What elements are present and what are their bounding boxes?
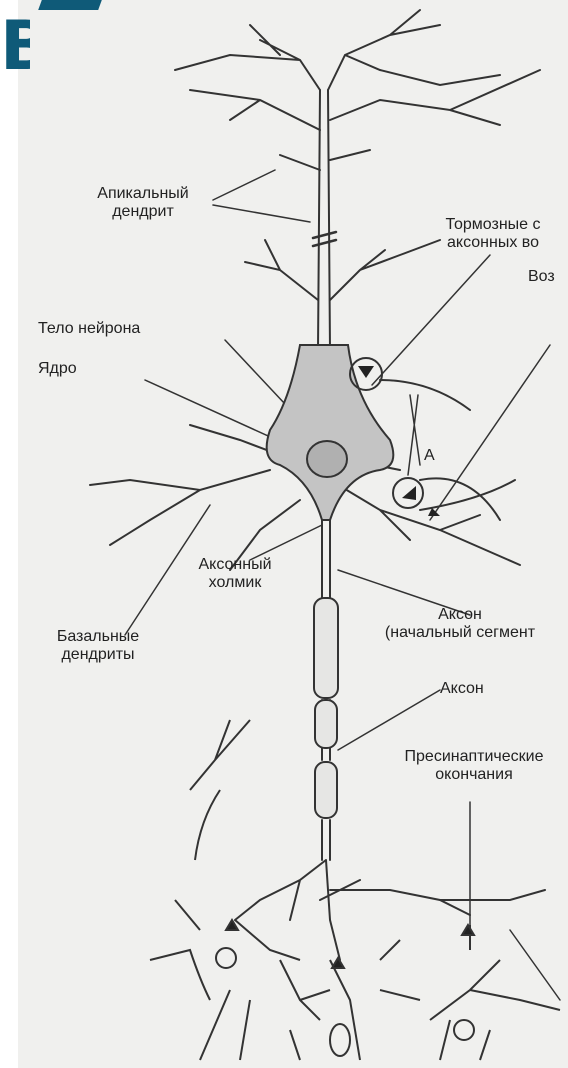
label-axon-hillock: Аксонный холмик	[180, 556, 290, 592]
postsynaptic-neuron-1	[150, 720, 300, 1060]
apical-tuft	[175, 10, 540, 170]
label-axon-hillock-line2: холмик	[180, 574, 290, 592]
myelin-segment-1	[314, 598, 338, 698]
label-axon: Аксон	[440, 680, 484, 698]
label-axon-initial-segment: Аксон (начальный сегмент	[352, 606, 568, 642]
label-apical-dendrite-line2: дендрит	[78, 203, 208, 221]
label-basal-line1: Базальные	[38, 628, 158, 646]
label-axon-initial-line2: (начальный сегмент	[352, 624, 568, 642]
label-basal-dendrites: Базальные дендриты	[38, 628, 158, 664]
synapse-arcs	[380, 380, 515, 520]
myelin-segment-3	[315, 762, 337, 818]
myelin-segment-2	[315, 700, 337, 748]
postsynaptic-soma-3	[454, 1020, 474, 1040]
label-apical-dendrite: Апикальный дендрит	[78, 185, 208, 221]
label-axon-hillock-line1: Аксонный	[180, 556, 290, 574]
label-inhibitory-synapses: Тормозные с аксонных во	[418, 216, 568, 252]
label-axon-initial-line1: Аксон	[352, 606, 568, 624]
label-a-marker: А	[424, 447, 435, 465]
axon-terminals	[235, 860, 545, 960]
soma	[267, 345, 394, 520]
label-excitatory: Воз	[528, 268, 555, 286]
oblique-dendrites	[245, 240, 440, 300]
label-neuron-body: Тело нейрона	[38, 320, 140, 338]
label-presynaptic-line1: Пресинаптические	[380, 748, 568, 766]
postsynaptic-soma-1	[216, 948, 236, 968]
nucleus	[307, 441, 347, 477]
synapse-triangle-top	[358, 366, 374, 378]
label-presynaptic-terminals: Пресинаптические окончания	[380, 748, 568, 784]
label-presynaptic-line2: окончания	[380, 766, 568, 784]
label-nucleus: Ядро	[38, 360, 77, 378]
label-inhibitory-line2: аксонных во	[418, 234, 568, 252]
postsynaptic-neuron-3	[430, 925, 560, 1060]
axon-line	[322, 520, 330, 598]
label-basal-line2: дендриты	[38, 646, 158, 664]
postsynaptic-soma-2	[330, 1024, 350, 1056]
synapse-triangle-bottom	[402, 486, 416, 500]
apical-break	[313, 232, 336, 246]
label-inhibitory-line1: Тормозные с	[418, 216, 568, 234]
label-apical-dendrite-line1: Апикальный	[78, 185, 208, 203]
